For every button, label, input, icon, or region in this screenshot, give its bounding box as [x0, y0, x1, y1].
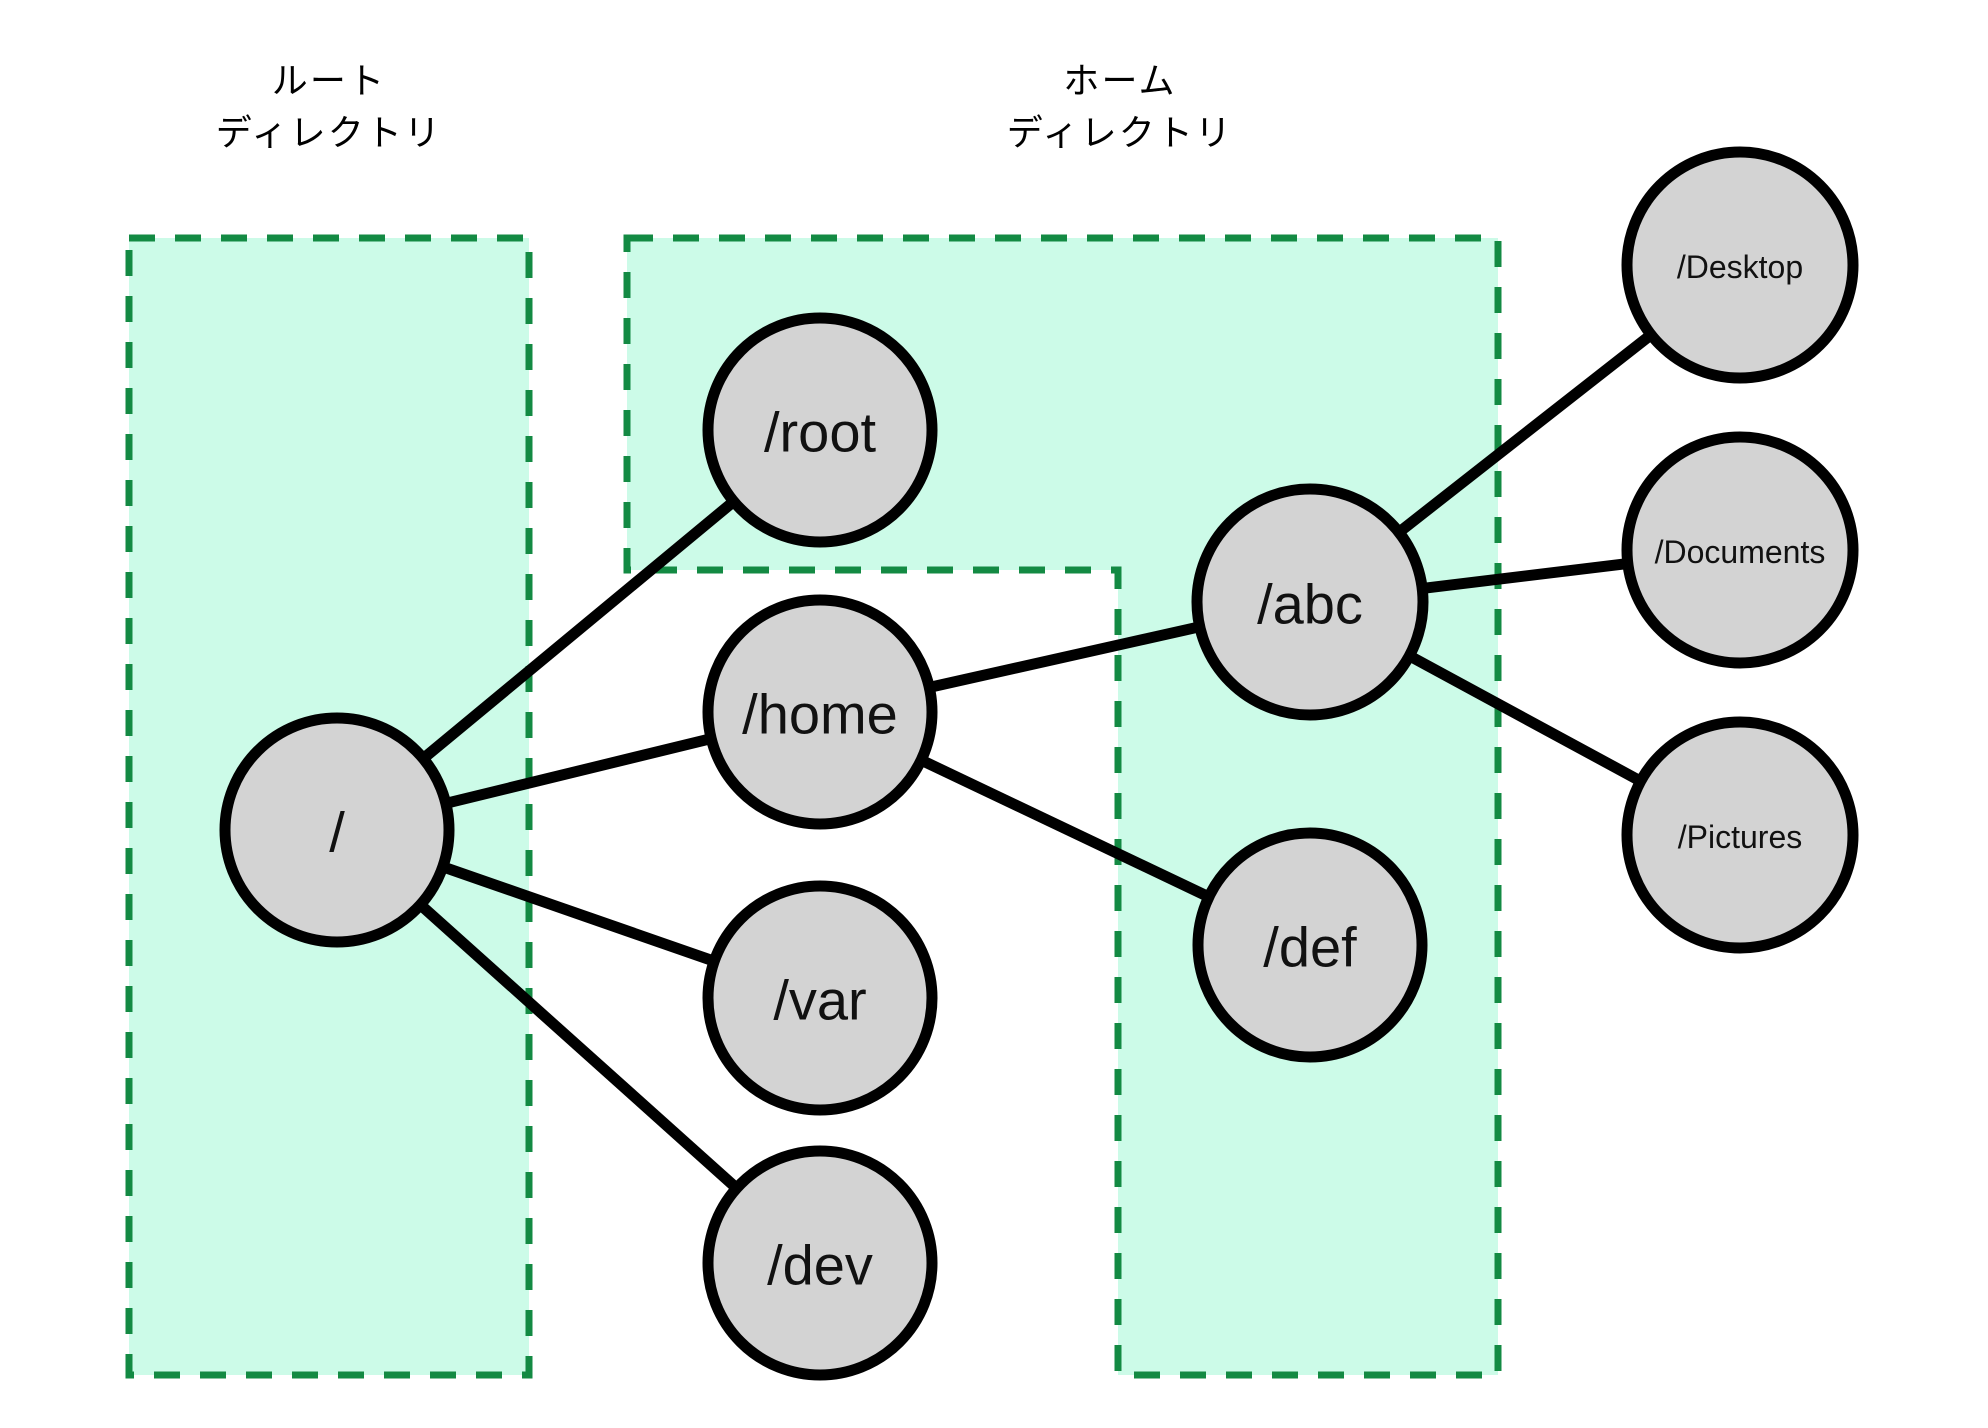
node-label-root: /	[329, 801, 345, 864]
node-documents[interactable]: /Documents	[1621, 431, 1859, 669]
edge-root-to-dev	[412, 896, 745, 1197]
edge-abc-to-pictures	[1401, 648, 1649, 789]
node-label-documents: /Documents	[1655, 534, 1826, 570]
node-dev[interactable]: /dev	[702, 1145, 938, 1381]
node-root-dir[interactable]: /root	[702, 312, 938, 548]
node-label-dev: /dev	[767, 1234, 873, 1297]
node-def[interactable]: /def	[1192, 827, 1428, 1063]
edge-home-to-abc	[922, 620, 1207, 695]
edges-layer	[412, 326, 1660, 1197]
edge-abc-to-desktop	[1390, 326, 1660, 541]
node-circle-root[interactable]	[219, 712, 455, 948]
node-circle-dev[interactable]	[702, 1145, 938, 1381]
node-circle-def[interactable]	[1192, 827, 1428, 1063]
node-label-root-dir: /root	[764, 401, 876, 464]
node-circle-root-dir[interactable]	[702, 312, 938, 548]
node-circle-documents[interactable]	[1621, 431, 1859, 669]
node-label-abc: /abc	[1257, 573, 1363, 636]
node-root[interactable]: /	[219, 712, 455, 948]
node-circle-home[interactable]	[702, 594, 938, 830]
edge-root-to-root-dir	[415, 493, 742, 767]
node-label-desktop: /Desktop	[1677, 249, 1803, 285]
edge-root-to-var	[435, 859, 722, 969]
node-home[interactable]: /home	[702, 594, 938, 830]
node-var[interactable]: /var	[702, 880, 938, 1116]
node-desktop[interactable]: /Desktop	[1621, 146, 1859, 384]
node-circle-pictures[interactable]	[1621, 716, 1859, 954]
node-label-pictures: /Pictures	[1678, 819, 1802, 855]
node-label-def: /def	[1263, 916, 1357, 979]
node-circle-abc[interactable]	[1191, 483, 1429, 721]
node-label-var: /var	[773, 969, 866, 1032]
edge-abc-to-documents	[1415, 557, 1635, 595]
nodes-layer: / /root/home/var/dev/abc/def/Desktop/Docu…	[219, 146, 1859, 1381]
node-pictures[interactable]: /Pictures	[1621, 716, 1859, 954]
node-circle-desktop[interactable]	[1621, 146, 1859, 384]
node-abc[interactable]: /abc	[1191, 483, 1429, 721]
node-label-home: /home	[742, 683, 898, 746]
node-circle-var[interactable]	[702, 880, 938, 1116]
edge-home-to-def	[913, 752, 1217, 905]
edge-root-to-home	[438, 731, 719, 811]
